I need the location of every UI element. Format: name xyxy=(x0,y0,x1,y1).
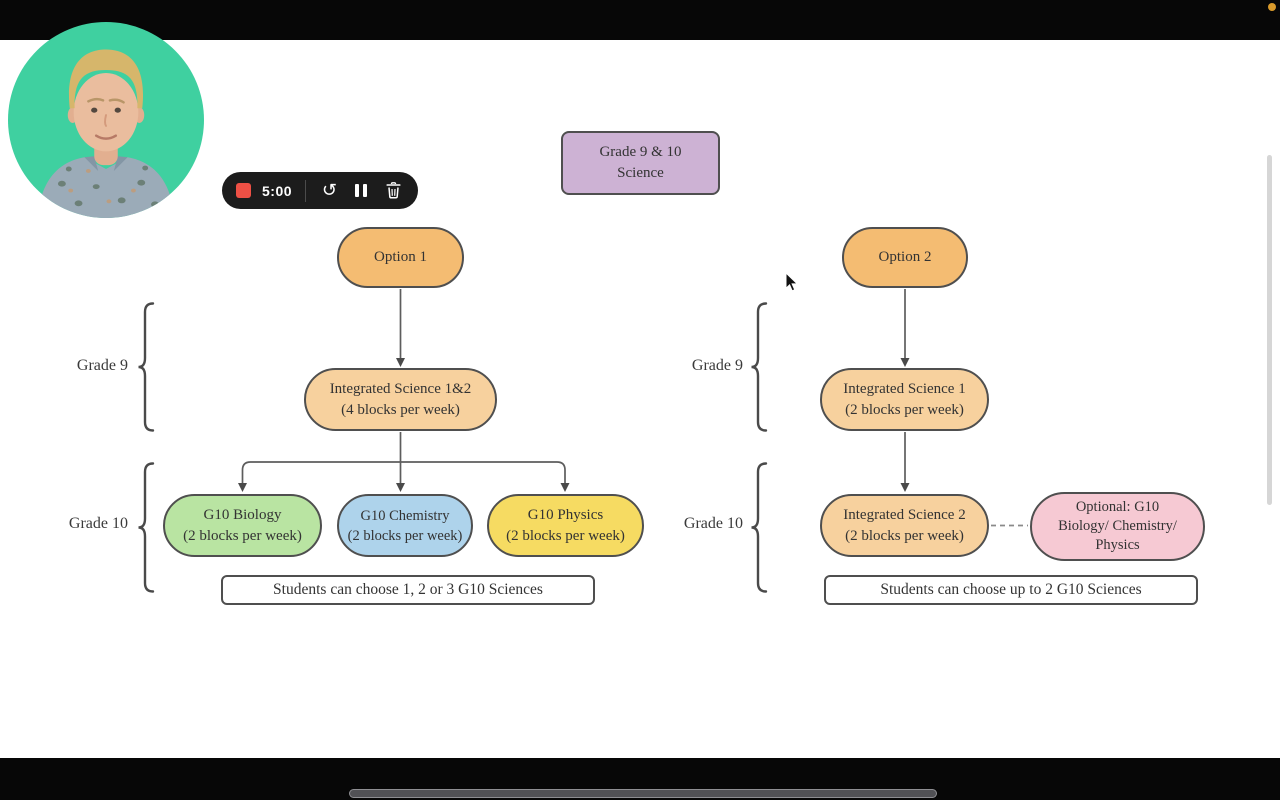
node-label: Integrated Science 1 xyxy=(843,380,966,397)
node-g10-biology: G10 Biology (2 blocks per week) xyxy=(163,494,322,557)
node-label: Integrated Science 1&2 xyxy=(329,380,472,397)
recording-indicator-dot xyxy=(1268,3,1276,11)
node-label: Integrated Science 2 xyxy=(843,506,966,523)
node-label: Option 1 xyxy=(374,249,427,266)
node-option-2: Option 2 xyxy=(842,227,968,288)
node-label: Physics xyxy=(1095,536,1140,553)
node-grade-9-10-science: Grade 9 & 10 Science xyxy=(561,131,720,195)
grade10-label-right: Grade 10 xyxy=(683,515,743,532)
recorder-toolbar[interactable]: 5:00 ↺ xyxy=(222,172,418,209)
recording-timer: 5:00 xyxy=(262,182,293,199)
curly-brace-icon xyxy=(751,462,768,593)
caption-option1-choices: Students can choose 1, 2 or 3 G10 Scienc… xyxy=(221,575,595,605)
curly-brace-icon xyxy=(138,462,155,593)
pause-recording-button[interactable] xyxy=(351,179,372,203)
horizontal-scrollbar-thumb[interactable] xyxy=(349,789,937,798)
mouse-cursor xyxy=(785,272,799,292)
node-label: Science xyxy=(617,165,664,181)
node-integrated-science-1-2: Integrated Science 1&2 (4 blocks per wee… xyxy=(304,368,497,431)
node-g10-physics: G10 Physics (2 blocks per week) xyxy=(487,494,644,557)
node-label: (2 blocks per week) xyxy=(183,527,302,544)
node-label: G10 Physics xyxy=(527,506,604,523)
node-integrated-science-1: Integrated Science 1 (2 blocks per week) xyxy=(820,368,989,431)
node-label: Option 2 xyxy=(878,249,932,266)
node-label: (2 blocks per week) xyxy=(845,527,964,544)
restart-icon: ↺ xyxy=(321,179,337,201)
node-label: (2 blocks per week) xyxy=(506,527,625,544)
node-optional-g10-sciences: Optional: G10 Biology/ Chemistry/ Physic… xyxy=(1030,492,1205,561)
node-option-1: Option 1 xyxy=(337,227,464,288)
curly-brace-icon xyxy=(138,302,155,432)
vertical-scrollbar-thumb[interactable] xyxy=(1267,155,1272,505)
pause-icon xyxy=(355,184,368,197)
node-label: Biology/ Chemistry/ xyxy=(1058,518,1177,535)
stop-recording-button[interactable] xyxy=(236,183,251,198)
node-label: Grade 9 & 10 xyxy=(599,144,682,161)
node-integrated-science-2: Integrated Science 2 (2 blocks per week) xyxy=(820,494,989,557)
webcam-bubble[interactable] xyxy=(8,22,204,218)
node-label: (2 blocks per week) xyxy=(347,527,463,544)
grade9-label-left: Grade 9 xyxy=(76,357,128,374)
node-label: G10 Chemistry xyxy=(360,507,450,524)
delete-recording-button[interactable] xyxy=(383,179,404,203)
top-letterbox-bar xyxy=(0,0,1280,40)
grade9-label-right: Grade 9 xyxy=(691,357,743,374)
node-label: G10 Biology xyxy=(203,506,282,523)
node-g10-chemistry: G10 Chemistry (2 blocks per week) xyxy=(337,494,473,557)
restart-recording-button[interactable]: ↺ xyxy=(319,179,340,203)
grade10-label-left: Grade 10 xyxy=(68,515,128,532)
toolbar-divider xyxy=(305,179,306,202)
webcam-avatar xyxy=(37,49,175,218)
node-label: (4 blocks per week) xyxy=(341,401,460,418)
caption-option2-choices: Students can choose up to 2 G10 Sciences xyxy=(824,575,1198,605)
node-label: (2 blocks per week) xyxy=(845,401,964,418)
node-label: Optional: G10 xyxy=(1075,499,1160,516)
curly-brace-icon xyxy=(751,302,768,432)
trash-icon xyxy=(386,182,401,199)
